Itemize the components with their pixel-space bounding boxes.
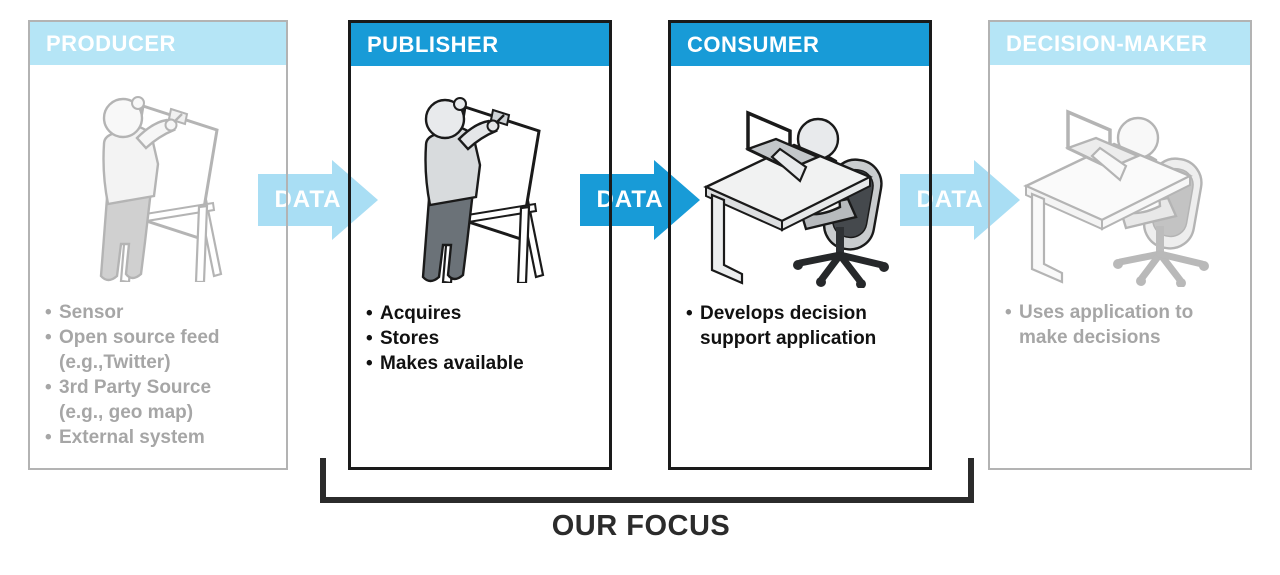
panel-publisher-header: PUBLISHER [351,23,609,66]
data-arrow-label: DATA [274,186,342,213]
easel-figure-svg [421,97,544,283]
panel-border-segment [348,158,351,242]
focus-bracket [320,458,974,503]
data-flow-arrow-3: DATA [900,160,1020,240]
person-at-easel-illustration [30,92,286,282]
panel-border-segment [988,158,990,242]
panel-publisher-title: PUBLISHER [367,31,499,57]
panel-border-segment [286,158,288,242]
data-flow-arrow-1: DATA [258,160,378,240]
person-at-desk-illustration [671,103,929,288]
panel-producer-bullets: •Sensor •Open source feed (e.g.,Twitter)… [45,300,280,450]
desk-figure-svg [703,110,889,288]
panel-consumer-bullets: •Develops decision support application [686,301,923,351]
panel-producer: PRODUCER •Sensor •Open source feed (e [28,20,288,470]
easel-figure-svg [99,96,222,282]
panel-border-segment [929,158,932,242]
panel-publisher-bullets: •Acquires •Stores •Makes available [366,301,603,376]
list-item: •Stores [366,328,440,349]
panel-consumer-header: CONSUMER [671,23,929,66]
list-item: •3rd Party Source (e.g., geo map) [45,377,212,423]
panel-producer-header: PRODUCER [30,22,286,65]
panel-decision-maker: DECISION-MAKER [988,20,1252,470]
list-item: •Makes available [366,353,524,374]
list-item: •Acquires [366,303,462,324]
person-head [102,97,143,139]
person-at-easel-illustration [351,93,609,283]
panel-decision-maker-title: DECISION-MAKER [1006,30,1208,56]
panel-border-segment [609,158,612,242]
panel-publisher: PUBLISHER •Acquires •Stores •Ma [348,20,612,470]
panel-decision-maker-bullets: •Uses application to make decisions [1005,300,1244,350]
person-at-desk-illustration [990,102,1250,287]
data-arrow-label: DATA [916,186,984,213]
panel-border-segment [668,158,671,242]
list-item: •Sensor [45,302,124,323]
desk-figure-svg [1023,109,1209,287]
panel-producer-title: PRODUCER [46,30,176,56]
focus-label: OUR FOCUS [551,510,731,542]
panel-decision-maker-header: DECISION-MAKER [990,22,1250,65]
panel-consumer: CONSUMER [668,20,932,470]
panel-consumer-title: CONSUMER [687,31,820,57]
list-item: •Develops decision support application [686,303,877,349]
person-head [424,98,465,140]
list-item: •Uses application to make decisions [1005,302,1194,348]
data-arrow-label: DATA [596,186,664,213]
list-item: •External system [45,427,205,448]
list-item: •Open source feed (e.g.,Twitter) [45,327,220,373]
data-flow-arrow-2: DATA [580,160,700,240]
